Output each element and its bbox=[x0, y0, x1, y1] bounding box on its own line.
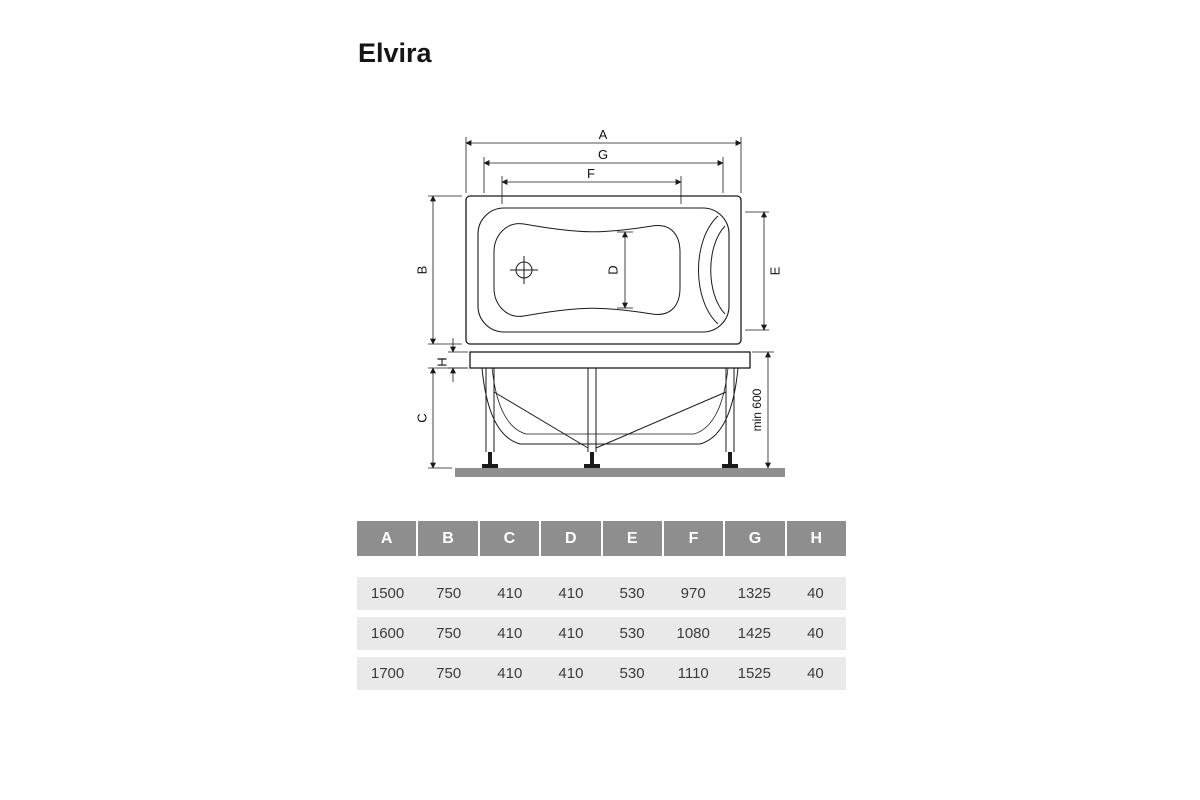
page-title: Elvira bbox=[358, 38, 432, 68]
header-cell-a: A bbox=[357, 521, 417, 556]
table-cell: 750 bbox=[436, 665, 462, 682]
table-cell: 1425 bbox=[737, 625, 771, 642]
top-view-dimensions bbox=[428, 137, 769, 345]
table-row: 1500 750 410 410 530 970 1325 40 bbox=[357, 577, 846, 610]
drain-icon bbox=[510, 256, 538, 284]
table-cell: 1600 bbox=[370, 625, 405, 642]
table-cell: 410 bbox=[558, 585, 584, 602]
header-cell-g: G bbox=[725, 521, 785, 556]
front-view-dimensions bbox=[428, 338, 774, 469]
table-cell: 530 bbox=[619, 665, 645, 682]
dim-label-h: H bbox=[435, 357, 450, 366]
table-cell: 1110 bbox=[677, 665, 709, 682]
dim-label-min-600: min 600 bbox=[750, 388, 764, 431]
table-cell: 1325 bbox=[737, 585, 771, 602]
table-cell: 40 bbox=[807, 625, 824, 642]
table-cell: 410 bbox=[558, 665, 584, 682]
table-cell: 410 bbox=[497, 585, 523, 602]
table-cell: 970 bbox=[680, 585, 706, 602]
table-cell: 410 bbox=[558, 625, 584, 642]
header-cell-h: H bbox=[786, 521, 846, 556]
table-cell: 40 bbox=[807, 585, 824, 602]
table-row: 1700 750 410 410 530 1110 1525 40 bbox=[357, 657, 846, 690]
dim-label-b: B bbox=[415, 266, 430, 275]
dim-label-c: C bbox=[415, 413, 430, 422]
table-cell: 410 bbox=[497, 665, 523, 682]
table-cell: 530 bbox=[619, 585, 645, 602]
header-cell-e: E bbox=[602, 521, 662, 556]
header-cell-f: F bbox=[663, 521, 724, 556]
dim-label-f: F bbox=[587, 166, 595, 181]
dim-label-g: G bbox=[598, 147, 608, 162]
table-cell: 750 bbox=[436, 585, 462, 602]
dim-label-e: E bbox=[768, 266, 783, 275]
table-cell: 40 bbox=[807, 665, 824, 682]
table-cell: 410 bbox=[497, 625, 523, 642]
header-cell-b: B bbox=[418, 521, 478, 556]
table-cell: 1700 bbox=[370, 665, 405, 682]
floor-band bbox=[455, 468, 785, 477]
table-cell: 1080 bbox=[676, 625, 710, 642]
dim-label-d: D bbox=[606, 265, 621, 274]
table-cell: 1525 bbox=[737, 665, 771, 682]
table-cell: 750 bbox=[436, 625, 462, 642]
bathtub-diagram: A G F B E D bbox=[415, 127, 785, 477]
table-row: 1600 750 410 410 530 1080 1425 40 bbox=[357, 617, 846, 650]
header-cell-c: C bbox=[479, 521, 540, 556]
bathtub-top-view bbox=[465, 195, 742, 345]
dim-label-a: A bbox=[599, 127, 608, 142]
header-cell-d: D bbox=[541, 521, 601, 556]
table-cell: 1500 bbox=[370, 585, 405, 602]
table-header-row: A B C D E F G H bbox=[357, 521, 846, 556]
dimension-table: A B C D E F G H 1500 750 410 410 530 970… bbox=[357, 521, 846, 690]
bathtub-front-view bbox=[469, 351, 751, 468]
table-cell: 530 bbox=[619, 625, 645, 642]
